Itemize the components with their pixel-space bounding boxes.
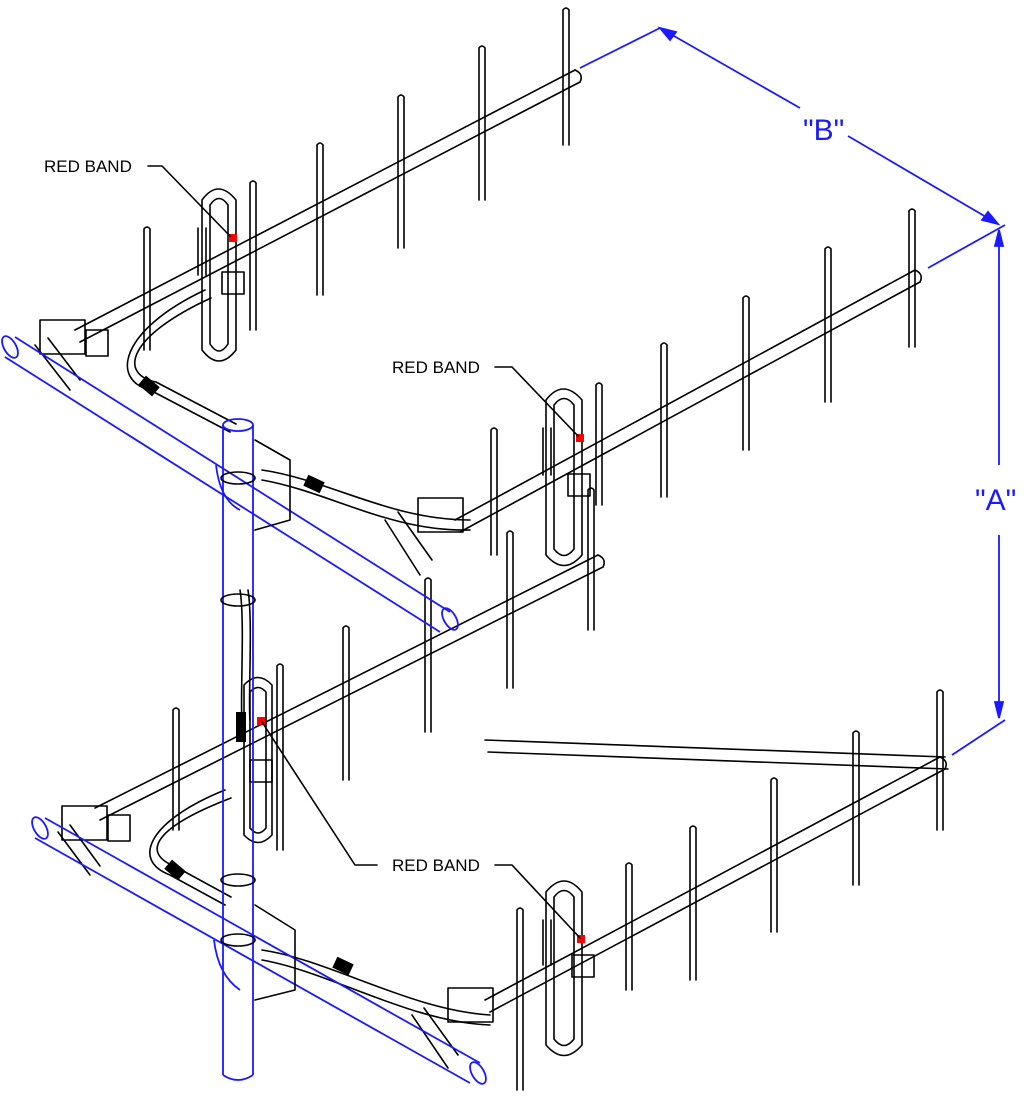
yagi-upper-left-elements [143, 7, 570, 351]
yagi-lower-right-clamp [411, 954, 595, 1069]
red-band-marker-lower-left [257, 717, 265, 725]
yagi-upper-left [34, 7, 582, 391]
mast-bands [220, 439, 296, 1001]
dimension-a-label: "A" [975, 484, 1016, 517]
red-band-markers [229, 234, 585, 943]
red-band-label-upper-right: RED BAND [392, 358, 480, 377]
dimension-b [579, 26, 1001, 226]
yagi-upper-left-boom [74, 69, 582, 343]
yagi-lower-right-elements [516, 689, 944, 1091]
yagi-lower-right-rails [484, 756, 947, 1013]
yagi-upper-right-folded-dipole [542, 388, 583, 567]
yagi-lower-left [57, 487, 605, 876]
red-band-marker-lower-right [577, 935, 585, 943]
yagi-upper-left-clamp [34, 271, 245, 391]
yagi-lower-right-folded-dipole [542, 880, 583, 1057]
mounting-mast [213, 418, 254, 1081]
leader-upper-left [147, 165, 231, 237]
yagi-upper-right-elements [490, 208, 916, 556]
yagi-upper-right [384, 208, 922, 576]
label-leaders [147, 165, 581, 939]
leader-upper-right [494, 366, 579, 437]
dimension-a [927, 224, 1006, 756]
yagi-upper-right-boom [454, 269, 922, 533]
yagi-lower-right [411, 689, 949, 1091]
yagi-lower-right-boom [484, 739, 949, 770]
red-band-label-lower: RED BAND [392, 856, 480, 875]
cable-connectors [138, 375, 354, 976]
leader-lower-right [494, 864, 581, 939]
dimension-b-label: "B" [803, 114, 844, 147]
yagi-lower-left-clamp [57, 759, 273, 876]
red-band-label-upper-left: RED BAND [44, 157, 132, 176]
yagi-lower-left-elements [172, 487, 595, 851]
yagi-lower-right-boom-rails [480, 758, 942, 1004]
red-band-marker-upper-right [576, 434, 584, 442]
phasing-harness [126, 289, 491, 1026]
leader-lower-left [261, 721, 378, 866]
red-band-marker-upper-left [229, 234, 237, 242]
yagi-upper-left-folded-dipole [197, 188, 237, 362]
